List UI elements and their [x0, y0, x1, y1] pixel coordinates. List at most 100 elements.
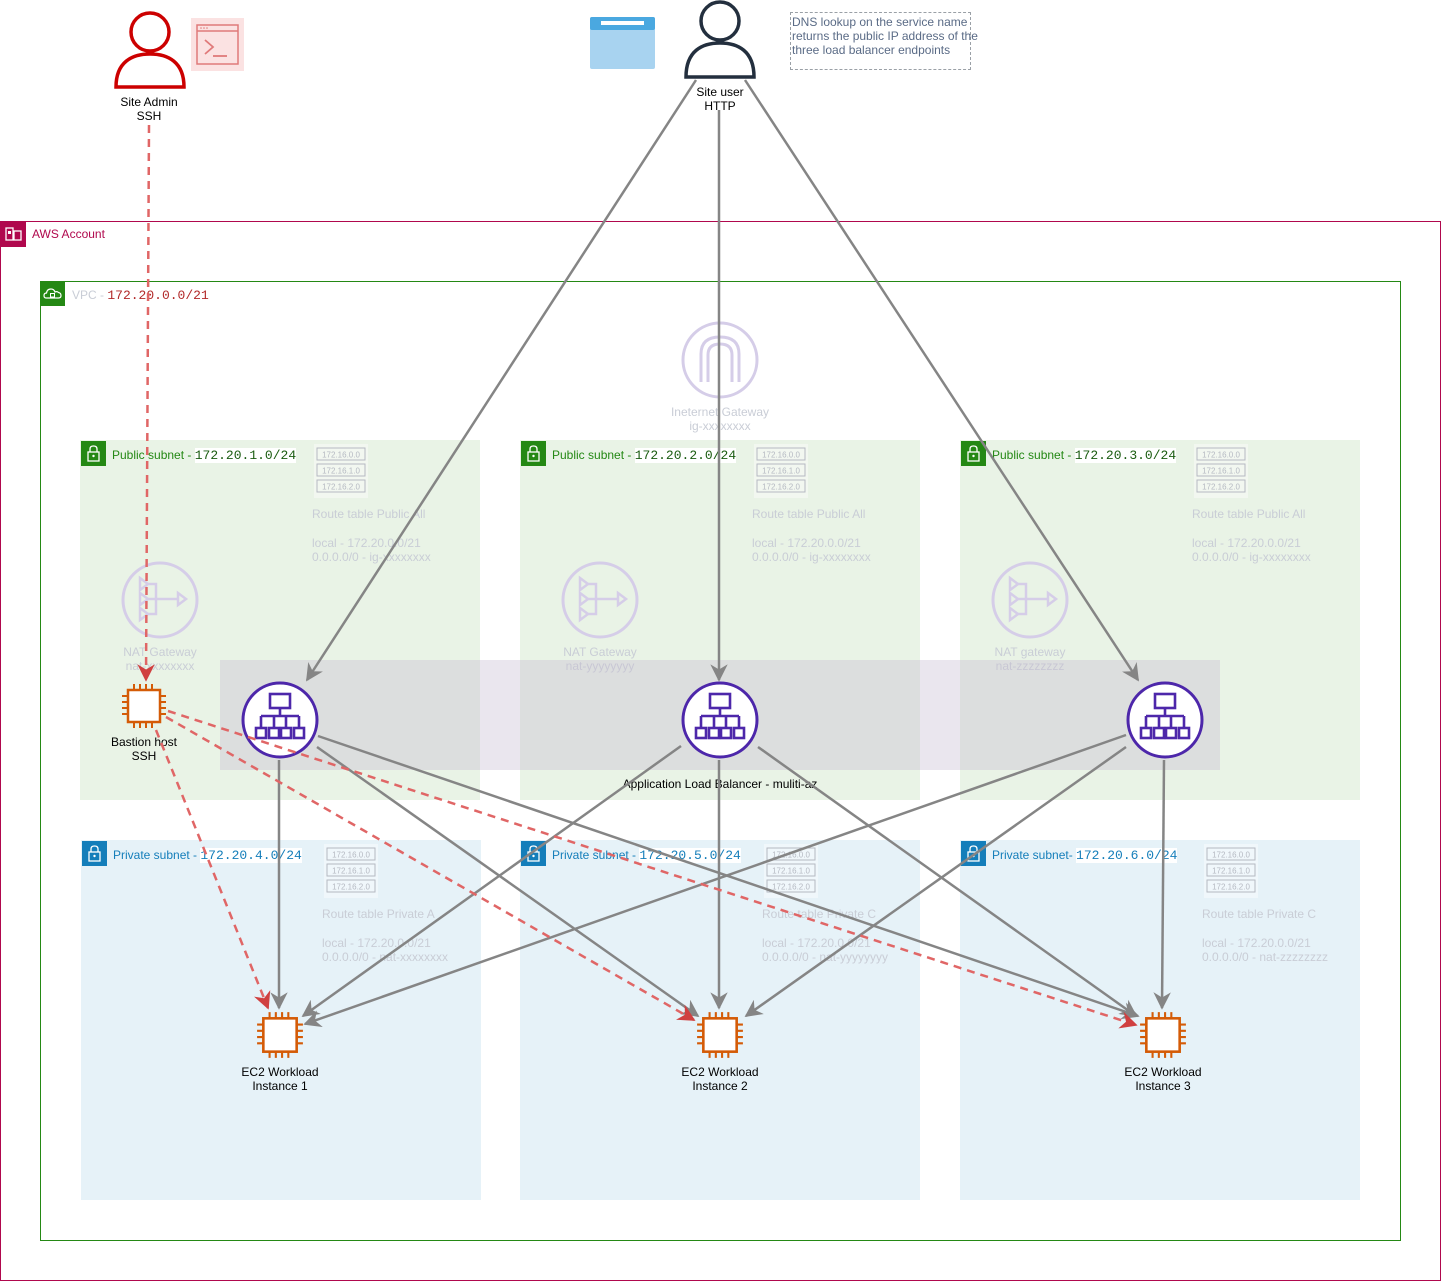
private-subnet-2-cidr: 172.20.5.0/24: [639, 848, 741, 863]
public-subnet-1-cidr: 172.20.1.0/24: [194, 448, 297, 463]
public-route-table-1-icon-row-3: 172.16.2.0: [322, 483, 360, 492]
public-subnet-1-label: Public subnet - 172.20.1.0/24: [112, 448, 297, 463]
site-admin-label: Site Admin SSH: [99, 95, 199, 123]
site-admin-label-line1: Site Admin: [120, 95, 178, 109]
private-route-table-3-text: Route table Private C local - 172.20.0.0…: [1202, 907, 1328, 964]
nat-gateway-1-label-line1: NAT Gateway: [123, 645, 197, 659]
ec2-instance-2-label-line1: EC2 Workload: [681, 1065, 759, 1079]
private-subnet-1-label: Private subnet - 172.20.4.0/24: [113, 848, 302, 863]
private-route-table-3-icon: 172.16.0.0 172.16.1.0 172.16.2.0: [1204, 844, 1258, 898]
public-route-table-3-icon-row-1: 172.16.0.0: [1202, 451, 1240, 460]
private-subnet-3-cidr: 172.20.6.0/24: [1076, 848, 1178, 863]
private-subnet-1-cidr: 172.20.4.0/24: [200, 848, 302, 863]
nat-gateway-3-label: NAT gateway nat-zzzzzzzz: [970, 645, 1090, 673]
public-route-table-1-icon: 172.16.0.0 172.16.1.0 172.16.2.0: [314, 444, 368, 498]
aws-account-icon: [1, 222, 26, 247]
nat-gateway-2-label-line2: nat-yyyyyyyy: [565, 659, 635, 673]
alb-3-to-ec2-3-arrow: [1153, 759, 1171, 1010]
public-route-table-3-line2: 0.0.0.0/0 - ig-xxxxxxxx: [1192, 550, 1311, 564]
alb-2-to-ec2-3-arrow: [757, 745, 1138, 1018]
public-route-table-3-icon-row-3: 172.16.2.0: [1202, 483, 1240, 492]
site-admin-user-icon: [114, 11, 186, 89]
dns-note-line1: DNS lookup on the service name: [792, 15, 968, 29]
private-route-table-3-icon-row-2: 172.16.1.0: [1212, 867, 1250, 876]
nat-gateway-3-label-line1: NAT gateway: [994, 645, 1066, 659]
alb-node-1-icon: [241, 681, 319, 759]
nat-gateway-2-label: NAT Gateway nat-yyyyyyyy: [540, 645, 660, 673]
private-subnet-2-label-prefix: Private subnet -: [552, 848, 640, 862]
private-route-table-1-icon-row-1: 172.16.0.0: [332, 851, 370, 860]
public-subnet-2-label: Public subnet - 172.20.2.0/24: [552, 448, 737, 463]
public-route-table-2-line2: 0.0.0.0/0 - ig-xxxxxxxx: [752, 550, 871, 564]
public-subnet-3-label-prefix: Public subnet -: [992, 448, 1075, 462]
public-route-table-3-line1: local - 172.20.0.0/21: [1192, 536, 1301, 550]
nat-gateway-1-icon: [121, 561, 199, 639]
vpc-cidr: 172.20.0.0/21: [107, 288, 209, 303]
private-route-table-3-title: Route table Private C: [1202, 907, 1317, 921]
nat-gateway-2-label-line1: NAT Gateway: [563, 645, 637, 659]
dns-note: DNS lookup on the service name returns t…: [790, 12, 978, 70]
ec2-instance-2-label: EC2 Workload Instance 2: [655, 1065, 785, 1093]
bastion-host-label-line1: Bastion host: [110, 735, 178, 749]
bastion-to-ec2-3-arrow: [167, 709, 1138, 1029]
private-subnet-3-label: Private subnet- 172.20.6.0/24: [992, 848, 1178, 863]
private-route-table-3-icon-row-3: 172.16.2.0: [1212, 883, 1250, 892]
vpc-label: VPC - 172.20.0.0/21: [72, 288, 209, 303]
site-user-label-line1: Site user: [696, 85, 744, 99]
public-route-table-3-text: Route table Public All local - 172.20.0.…: [1192, 507, 1311, 564]
public-subnet-3-label: Public subnet - 172.20.3.0/24: [992, 448, 1177, 463]
browser-window-icon: [590, 17, 655, 69]
public-route-table-2-title: Route table Public All: [752, 507, 866, 521]
public-subnet-2-cidr: 172.20.2.0/24: [634, 448, 737, 463]
ec2-instance-3-icon: [1140, 1012, 1186, 1058]
public-subnet-3-lock-icon: [961, 441, 986, 466]
ec2-instance-2-icon: [697, 1012, 743, 1058]
public-route-table-1-title: Route table Public All: [312, 507, 426, 521]
alb-2-to-ec2-1-arrow: [301, 744, 682, 1018]
vpc-label-prefix: VPC -: [72, 288, 108, 302]
vpc-group: [40, 281, 1401, 1241]
alb-node-2-icon: [681, 681, 759, 759]
dns-note-line3: three load balancer endpoints: [792, 43, 951, 57]
private-route-table-3-line2: 0.0.0.0/0 - nat-zzzzzzzz: [1202, 950, 1329, 964]
public-route-table-1-line2: 0.0.0.0/0 - ig-xxxxxxxx: [312, 550, 431, 564]
site-user-label: Site user HTTP: [670, 85, 770, 113]
vpc-cloud-icon: [40, 281, 65, 306]
public-route-table-2-icon-row-1: 172.16.0.0: [762, 451, 800, 460]
private-route-table-1-icon-row-2: 172.16.1.0: [332, 867, 370, 876]
user-to-alb-3-arrow: [743, 79, 1140, 682]
private-route-table-1-icon-row-3: 172.16.2.0: [332, 883, 370, 892]
private-route-table-2-icon-row-2: 172.16.1.0: [772, 867, 810, 876]
public-subnet-1-lock-icon: [81, 441, 106, 466]
alb-3-to-ec2-1-arrow: [303, 733, 1127, 1028]
private-subnet-1-label-prefix: Private subnet -: [113, 848, 201, 862]
public-route-table-3-title: Route table Public All: [1192, 507, 1306, 521]
public-route-table-1-icon-row-2: 172.16.1.0: [322, 467, 360, 476]
private-subnet-2-label: Private subnet - 172.20.5.0/24: [552, 848, 741, 863]
ec2-instance-1-label-line1: EC2 Workload: [241, 1065, 319, 1079]
private-route-table-2-icon-row-3: 172.16.2.0: [772, 883, 810, 892]
public-subnet-3-cidr: 172.20.3.0/24: [1074, 448, 1177, 463]
ec2-instance-3-label-line2: Instance 3: [1135, 1079, 1191, 1093]
private-route-table-3-icon-row-1: 172.16.0.0: [1212, 851, 1250, 860]
user-to-alb-1-arrow: [305, 79, 698, 682]
dns-note-line2: returns the public IP address of the: [792, 29, 978, 43]
bastion-to-ec2-2-arrow: [165, 715, 696, 1022]
alb-1-to-ec2-2-arrow: [316, 745, 700, 1018]
ec2-instance-1-label-line2: Instance 1: [252, 1079, 308, 1093]
ec2-instance-1-label: EC2 Workload Instance 1: [215, 1065, 345, 1093]
public-route-table-2-icon-row-3: 172.16.2.0: [762, 483, 800, 492]
ec2-instance-3-label: EC2 Workload Instance 3: [1098, 1065, 1228, 1093]
private-route-table-1-title: Route table Private A: [322, 907, 435, 921]
private-subnet-3-label-prefix: Private subnet-: [992, 848, 1077, 862]
nat-gateway-3-label-line2: nat-zzzzzzzz: [995, 659, 1065, 673]
bastion-host-ec2-icon: [122, 684, 166, 728]
public-subnet-1-label-prefix: Public subnet -: [112, 448, 195, 462]
public-subnet-2-lock-icon: [521, 441, 546, 466]
site-user-icon: [684, 0, 756, 79]
nat-gateway-2-icon: [561, 561, 639, 639]
private-route-table-1-icon: 172.16.0.0 172.16.1.0 172.16.2.0: [324, 844, 378, 898]
public-route-table-3-icon-row-2: 172.16.1.0: [1202, 467, 1240, 476]
bastion-host-label: Bastion host SSH: [94, 735, 194, 763]
